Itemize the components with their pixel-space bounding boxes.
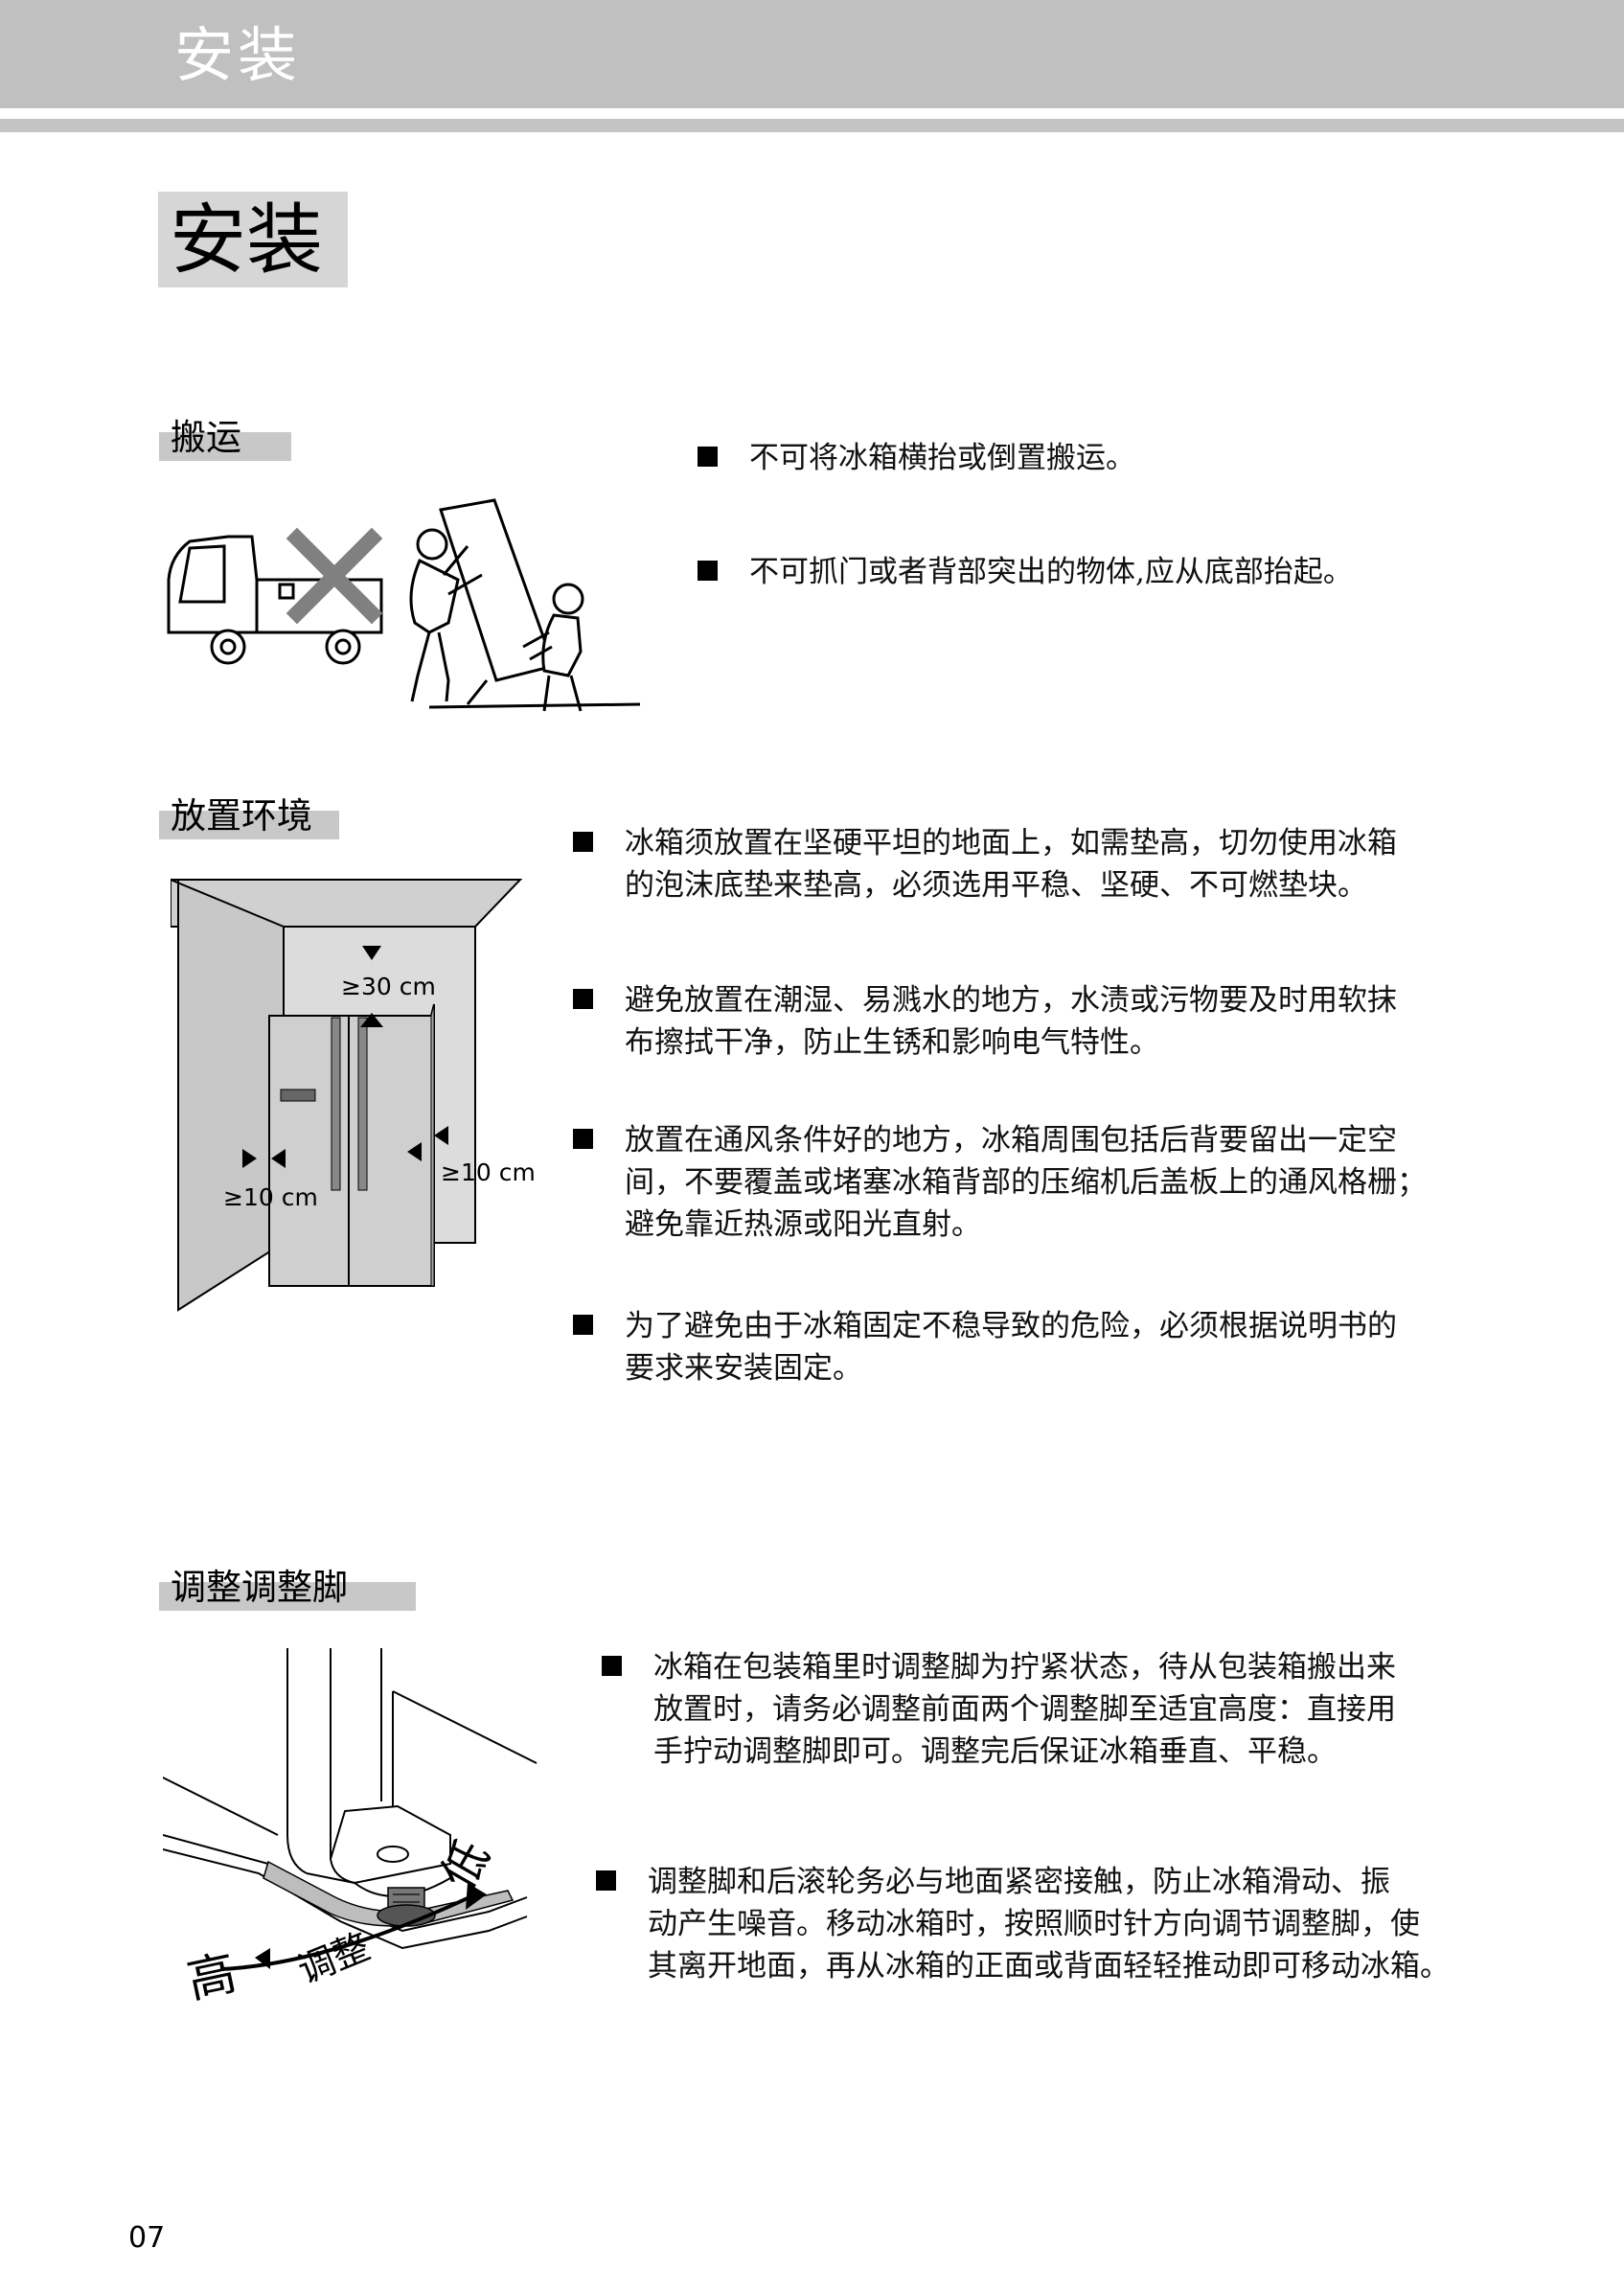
bullet-square [573, 989, 593, 1009]
section-heading-environment: 放置环境 [159, 786, 339, 839]
header-bar [0, 0, 1624, 108]
arrow-high [255, 1948, 270, 1969]
bullet-text: 调整脚和后滚轮务必与地面紧密接触，防止冰箱滑动、振 动产生噪音。移动冰箱时，按照… [648, 1865, 1450, 1984]
section-heading-feet: 调整调整脚 [159, 1557, 416, 1611]
environment-bullet-3: 放置在通风条件好的地方，冰箱周围包括后背要留出一定空 间，不要覆盖或堵塞冰箱背部… [573, 1119, 1531, 1253]
bullet-text: 不可将冰箱横抬或倒置搬运。 [749, 441, 1135, 475]
bullet-square [698, 561, 718, 581]
bullet-text: 放置在通风条件好的地方，冰箱周围包括后背要留出一定空 间，不要覆盖或堵塞冰箱背部… [625, 1123, 1427, 1242]
feet-illustration: 高 调整 低 [163, 1648, 538, 2009]
environment-bullet-4: 为了避免由于冰箱固定不稳导致的危险，必须根据说明书的 要求来安装固定。 [573, 1305, 1531, 1401]
environment-illustration: ≥30 cm ≥10 cm ≥10 cm [171, 879, 535, 1312]
bullet-square [573, 832, 593, 852]
environment-bullet-2: 避免放置在潮湿、易溅水的地方，水渍或污物要及时用软抹 布擦拭干净，防止生锈和影响… [573, 979, 1531, 1075]
bullet-text: 冰箱在包装箱里时调整脚为拧紧状态，待从包装箱搬出来 放置时，请务必调整前面两个调… [653, 1650, 1396, 1769]
control-panel [280, 1089, 316, 1102]
truck-drawing [167, 535, 383, 665]
arrow-low [466, 1883, 487, 1910]
adjust-curve [219, 1895, 470, 1971]
label-top: ≥30 cm [341, 973, 436, 1000]
label-right: ≥10 cm [441, 1158, 535, 1186]
heading-text: 搬运 [171, 417, 241, 458]
main-title: 安装 [170, 195, 323, 285]
bullet-text: 避免放置在潮湿、易溅水的地方，水渍或污物要及时用软抹 布擦拭干净，防止生锈和影响… [625, 983, 1397, 1060]
label-adjust: 调整 [292, 1925, 376, 1991]
feet-bullet-2: 调整脚和后滚轮务必与地面紧密接触，防止冰箱滑动、振 动产生噪音。移动冰箱时，按照… [596, 1861, 1602, 1995]
bullet-square [602, 1656, 622, 1676]
feet-bullet-1: 冰箱在包装箱里时调整脚为拧紧状态，待从包装箱搬出来 放置时，请务必调整前面两个调… [602, 1646, 1560, 1780]
label-left: ≥10 cm [223, 1183, 318, 1211]
clearance-arrows [242, 946, 448, 1168]
bullet-text: 不可抓门或者背部突出的物体,应从底部抬起。 [749, 555, 1353, 589]
prohibited-cross [286, 527, 383, 625]
bullet-square [573, 1315, 593, 1335]
people-carrying-fridge [409, 498, 640, 712]
floor-shadow [263, 1860, 515, 1927]
bullet-square [698, 447, 718, 467]
main-title-box: 安装 [158, 192, 348, 287]
adjustable-foot [377, 1887, 436, 1927]
bullet-text: 为了避免由于冰箱固定不稳导致的危险，必须根据说明书的 要求来安装固定。 [625, 1309, 1397, 1386]
header-rule [0, 119, 1624, 132]
transport-illustration [167, 498, 640, 712]
heading-band [159, 432, 291, 461]
heading-text: 放置环境 [171, 795, 312, 837]
label-low: 低 [431, 1831, 501, 1898]
transport-bullet-1: 不可将冰箱横抬或倒置搬运。 [698, 437, 1560, 485]
label-high: 高 [182, 1945, 240, 2009]
left-wall [171, 879, 285, 1312]
header-title: 安装 [174, 20, 302, 90]
page-number: 07 [128, 2221, 166, 2255]
section-heading-transport: 搬运 [159, 407, 291, 461]
heading-band [159, 1582, 416, 1611]
bullet-text: 冰箱须放置在坚硬平坦的地面上，如需垫高，切勿使用冰箱 的泡沫底垫来垫高，必须选用… [625, 826, 1397, 903]
bullet-square [573, 1129, 593, 1149]
heading-text: 调整调整脚 [171, 1567, 348, 1608]
fridge-corner-drawing [163, 1648, 538, 1950]
fridge-body [268, 1003, 435, 1287]
bullet-square [596, 1870, 616, 1891]
environment-bullet-1: 冰箱须放置在坚硬平坦的地面上，如需垫高，切勿使用冰箱 的泡沫底垫来垫高，必须选用… [573, 822, 1531, 918]
heading-band [159, 811, 339, 839]
transport-bullet-2: 不可抓门或者背部突出的物体,应从底部抬起。 [698, 551, 1560, 599]
